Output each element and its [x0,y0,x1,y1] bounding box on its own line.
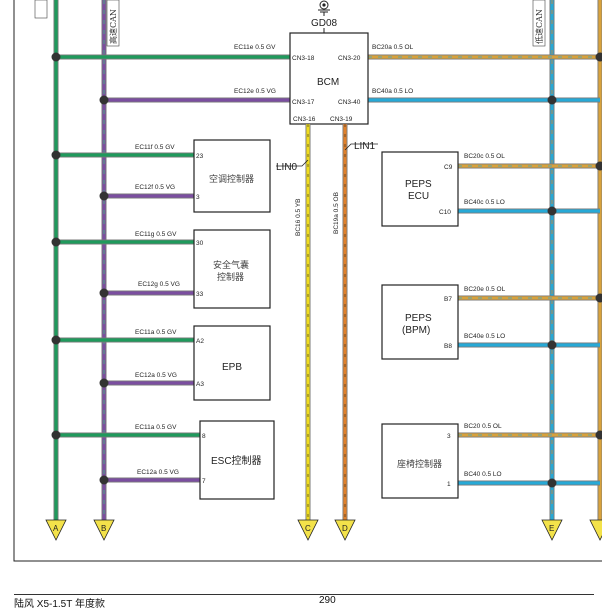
peps-bpm-module: PEPS (BPM) B7 B8 [382,285,458,359]
svg-text:B7: B7 [444,296,452,303]
svg-text:E: E [549,524,554,533]
epb-module: EPB A2 A3 [194,326,270,400]
svg-text:A3: A3 [196,381,204,388]
svg-text:LIN0: LIN0 [276,162,298,173]
svg-text:安全气囊: 安全气囊 [213,259,249,271]
ground-symbol-gd08: GD08 [311,1,338,33]
svg-text:PEPS: PEPS [405,179,432,190]
svg-text:CN3-18: CN3-18 [292,55,315,62]
ac-controller-module: 空调控制器 23 3 [194,140,270,212]
label-bc20e: BC20e 0.5 OL [464,286,506,293]
svg-text:7: 7 [202,478,206,485]
label-ec12a-esc: EC12a 0.5 VG [137,469,179,476]
label-bc19a: BC19a 0.5 OB [333,192,340,234]
label-ec11a-epb: EC11a 0.5 GV [135,329,177,336]
label-bc20c: BC20c 0.5 OL [464,153,505,160]
label-ec11g: EC11g 0.5 GV [135,231,177,238]
svg-text:控制器: 控制器 [217,271,244,283]
wiring-diagram: 高速CAN 低速CAN GD08 EC11e 0.5 GV EC12e 0.5 … [0,0,602,594]
svg-text:CN3-17: CN3-17 [292,99,315,106]
ground-label: GD08 [311,18,338,29]
svg-text:CN3-16: CN3-16 [293,116,316,123]
label-ec12e: EC12e 0.5 VG [234,88,276,95]
terminal-c: C [298,520,318,540]
svg-text:A2: A2 [196,338,204,345]
terminal-d: D [335,520,355,540]
svg-text:8: 8 [202,433,206,440]
svg-text:B: B [101,524,106,533]
label-bc16: BC16 0.5 YB [295,199,302,236]
svg-text:3: 3 [196,194,200,201]
svg-text:30: 30 [196,240,204,247]
svg-text:A: A [53,524,59,533]
airbag-controller-module: 安全气囊 控制器 30 33 [194,230,270,308]
lin1-tag: LIN1 [345,141,378,152]
low-can-label: 低速CAN [533,0,545,46]
label-ec12a-epb: EC12a 0.5 VG [135,372,177,379]
svg-text:C10: C10 [439,209,451,216]
peps-ecu-module: PEPS ECU C9 C10 [382,152,458,226]
svg-text:CN3-19: CN3-19 [330,116,353,123]
seat-controller-module: 座椅控制器 3 1 [382,424,458,498]
svg-text:C: C [305,524,311,533]
svg-text:座椅控制器: 座椅控制器 [397,458,442,470]
svg-text:CN3-40: CN3-40 [338,99,361,106]
svg-text:D: D [342,524,348,533]
svg-text:CN3-20: CN3-20 [338,55,361,62]
svg-text:23: 23 [196,153,204,160]
label-bc40a: BC40a 0.5 LO [372,88,413,95]
label-bc40c: BC40c 0.5 LO [464,199,505,206]
svg-text:空调控制器: 空调控制器 [209,173,254,185]
svg-text:3: 3 [447,433,451,440]
svg-text:低速CAN: 低速CAN [534,9,544,44]
svg-text:(BPM): (BPM) [402,325,430,336]
terminal-a: A [46,520,66,540]
label-bc20a: BC20a 0.5 OL [372,44,414,51]
bcm-module: BCM CN3-18 CN3-17 CN3-20 CN3-40 CN3-16 C… [290,33,368,124]
svg-text:LIN1: LIN1 [354,141,376,152]
esc-controller-module: ESC控制器 8 7 [200,421,274,499]
svg-text:C9: C9 [444,164,453,171]
terminal-right-edge [590,520,602,540]
svg-text:1: 1 [447,481,451,488]
bcm-label: BCM [317,77,339,88]
label-bc40: BC40 0.5 LO [464,471,502,478]
label-ec12f: EC12f 0.5 VG [135,184,175,191]
svg-text:EPB: EPB [222,362,242,373]
page-footer: 陆风 X5-1.5T 年度款 290 [14,594,594,606]
label-bc20: BC20 0.5 OL [464,423,502,430]
svg-text:B8: B8 [444,343,452,350]
label-ec11a-esc: EC11a 0.5 GV [135,424,177,431]
label-bc40e: BC40e 0.5 LO [464,333,505,340]
label-ec11e: EC11e 0.5 GV [234,44,276,51]
footer-page-number: 290 [319,595,336,606]
svg-text:ECU: ECU [408,191,429,202]
svg-text:ESC控制器: ESC控制器 [211,454,262,467]
svg-text:高速CAN: 高速CAN [108,9,118,44]
terminal-b: B [94,520,114,540]
label-ec11f: EC11f 0.5 GV [135,144,175,151]
terminal-e: E [542,520,562,540]
svg-text:PEPS: PEPS [405,313,432,324]
label-ec12g: EC12g 0.5 VG [138,281,180,288]
lin0-tag: LIN0 [276,160,308,173]
svg-text:33: 33 [196,291,204,298]
footer-model: 陆风 X5-1.5T 年度款 [14,595,105,610]
